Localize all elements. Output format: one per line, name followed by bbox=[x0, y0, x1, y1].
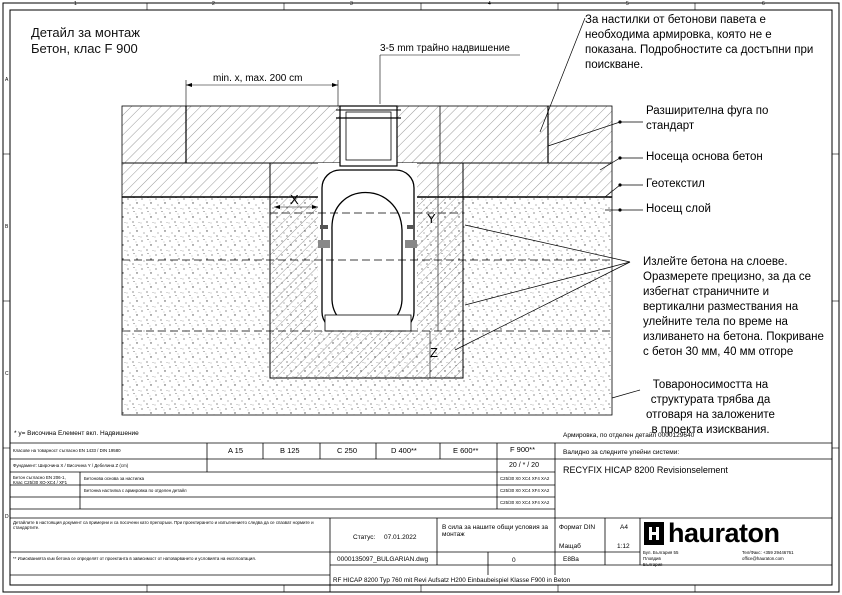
company-line-2: Пловдив bbox=[643, 556, 661, 561]
company-line-3: България bbox=[643, 562, 663, 567]
col-marker-5: 5 bbox=[626, 1, 629, 7]
dim-span-label: min. x, max. 200 cm bbox=[213, 73, 303, 84]
concrete-value: C25/30 X0 XC4 XF4 XA2 bbox=[500, 476, 550, 481]
valid-for-label: Валидно за следните улейни системи: bbox=[563, 449, 680, 456]
load-class-a15: A 15 bbox=[228, 446, 244, 455]
status-label: Статус: bbox=[353, 534, 376, 541]
callout-load-capacity: Товароносимостта на структурата трябва д… bbox=[646, 379, 775, 436]
valid-for-value: RECYFIX HICAP 8200 Revisionselement bbox=[563, 465, 728, 475]
approval-label: В сила за нашите общи условия за монтаж bbox=[442, 524, 549, 539]
col-marker-3: 3 bbox=[350, 1, 353, 7]
dim-x-label: X bbox=[290, 192, 299, 207]
note-2: ** Изискванията към бетона се определят … bbox=[13, 556, 256, 561]
revision: 0 bbox=[512, 557, 516, 564]
dim-y-label: Y bbox=[427, 211, 436, 226]
col-marker-6: 6 bbox=[762, 1, 765, 7]
col-marker-4: 4 bbox=[488, 1, 491, 7]
row-marker-b: B bbox=[5, 224, 9, 230]
callout-pavers: За настилки от бетонови павета е необход… bbox=[585, 14, 814, 71]
format-value: A4 bbox=[620, 524, 628, 531]
contact-email: office@hauraton.com bbox=[742, 556, 784, 561]
callout-bearing-layer: Носещ слой bbox=[646, 203, 711, 215]
scale-value: 1:12 bbox=[617, 543, 630, 550]
callout-geotextile: Геотекстил bbox=[646, 178, 705, 190]
row-marker-c: C bbox=[5, 371, 9, 377]
status-date: 07.01.2022 bbox=[384, 534, 417, 541]
dim-offset-label: 3-5 mm трайно надвишение bbox=[380, 43, 510, 54]
load-class-f900: F 900** bbox=[510, 445, 536, 454]
concrete-label: Бетон съгласно EN 206-1, Клас C25/30 ХО-… bbox=[13, 475, 68, 486]
dimension-arrows bbox=[186, 83, 338, 209]
load-class-e600: E 600** bbox=[453, 446, 479, 455]
row-marker-a: A bbox=[5, 77, 9, 83]
dim-z-label: Z bbox=[430, 345, 438, 360]
format-label: Формат DIN bbox=[559, 524, 596, 531]
pavement-value: C25/30 X0 XC4 XF4 XA2 bbox=[500, 500, 550, 505]
base-concrete-left bbox=[121, 162, 271, 198]
pavement-label: Бетонна настилка с армировка по отделен … bbox=[84, 488, 187, 493]
title-line-1: Детайл за монтаж bbox=[31, 25, 140, 40]
base-dims-value: 20 / * / 20 bbox=[509, 462, 539, 469]
callout-expansion-joint: Разширителна фуга по стандарт bbox=[646, 105, 769, 132]
drawing-number: 0000135097_BULGARIAN.dwg bbox=[337, 556, 429, 563]
col-marker-2: 2 bbox=[212, 1, 215, 7]
title-line-2: Бетон, клас F 900 bbox=[31, 41, 138, 56]
base-dims-label: Фундамент: Широчина X / Височина Y / Деб… bbox=[13, 463, 129, 468]
row-marker-d: D bbox=[5, 514, 9, 520]
load-class-c250: C 250 bbox=[337, 446, 358, 455]
drawing-description: RF HICAP 8200 Typ 760 mit Revi Aufsatz H… bbox=[333, 577, 571, 584]
base-concrete-value: C25/30 X0 XC4 XF4 XA2 bbox=[500, 488, 550, 493]
base-concrete-label: Бетонова основа за настилка bbox=[84, 476, 145, 481]
callout-pour-layers: Излейте бетона на слоеве. Оразмерете пре… bbox=[643, 256, 824, 358]
sheet-id: E8Ba bbox=[563, 556, 579, 563]
load-classes-label: Класове на товарност съгласно EN 1433 / … bbox=[13, 448, 121, 453]
grid-ticks bbox=[3, 3, 839, 592]
dimension-lines bbox=[185, 54, 520, 378]
load-class-d400: D 400** bbox=[391, 446, 417, 455]
load-class-b125: B 125 bbox=[280, 446, 300, 455]
company-line-1: Бул. България 55 bbox=[643, 550, 679, 555]
channel-body bbox=[318, 105, 417, 332]
pour-lines bbox=[122, 212, 612, 332]
hauraton-logo-mark bbox=[644, 522, 664, 545]
contact-phone: Тел/Факс: +359 29446761 bbox=[742, 550, 794, 555]
hauraton-logo: hauraton bbox=[668, 518, 780, 548]
reinforcement-note: Армировка, по отделен детайл 0000129640 bbox=[563, 432, 695, 439]
base-concrete-right bbox=[462, 162, 613, 198]
title-block-lines bbox=[10, 442, 832, 592]
scale-label: Мащаб bbox=[559, 543, 581, 550]
callout-base-concrete: Носеща основа бетон bbox=[646, 151, 763, 163]
col-marker-1: 1 bbox=[74, 1, 77, 7]
note-1: Детайлите в настоящия документ са пример… bbox=[13, 520, 314, 531]
footnote: * y= Височина Елемент вкл. Надвишение bbox=[14, 430, 139, 437]
